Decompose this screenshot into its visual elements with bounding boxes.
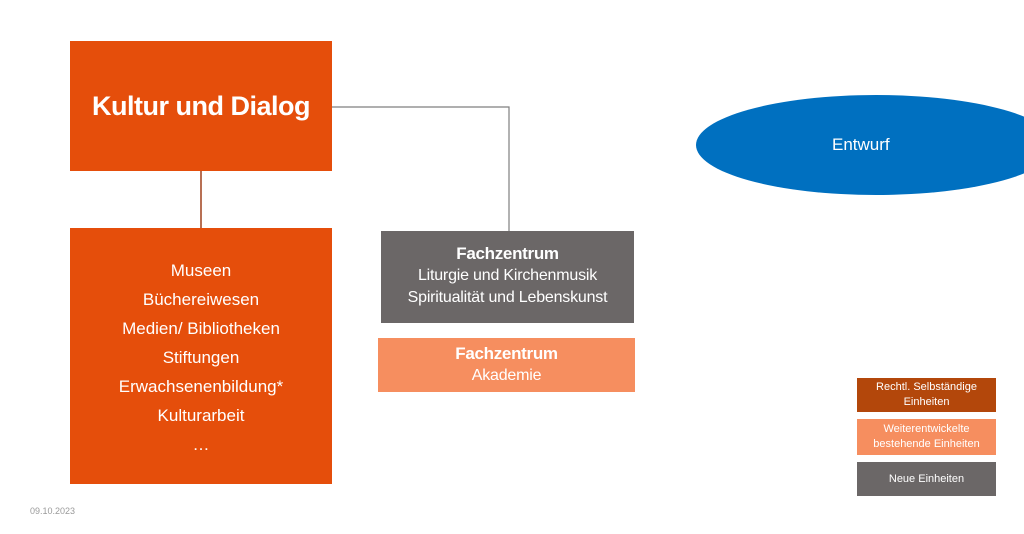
sub-units-box: Museen Büchereiwesen Medien/ Bibliotheke… (70, 228, 332, 484)
sub-unit-item: Medien/ Bibliotheken (122, 319, 280, 338)
sub-unit-item: Kulturarbeit (157, 406, 245, 425)
sub-unit-item: … (192, 435, 210, 454)
unit-kultur-und-dialog: Kultur und Dialog (70, 41, 332, 171)
sub-unit-item: Erwachsenenbildung* (118, 377, 284, 396)
sub-unit-item: Büchereiwesen (142, 290, 260, 309)
sub-unit-item: Museen (170, 261, 232, 280)
fachzentrum-title: Fachzentrum (456, 244, 559, 263)
legend-label: bestehende Einheiten (873, 438, 980, 450)
legend-item-weiterentwickelte: Weiterentwickelte bestehende Einheiten (857, 419, 996, 455)
status-label: Entwurf (832, 135, 890, 154)
legend-item-neue-einheiten: Neue Einheiten (857, 462, 996, 496)
footer-date: 09.10.2023 (30, 506, 76, 516)
legend-label: Neue Einheiten (888, 472, 965, 485)
fachzentrum-akademie-box: Fachzentrum Akademie (378, 338, 635, 392)
legend-label: Weiterentwickelte (883, 423, 970, 435)
fachzentrum-line: Spiritualität und Lebenskunst (407, 289, 608, 306)
legend-item-rechtl-selbstaendige: Rechtl. Selbständige Einheiten (857, 378, 996, 412)
legend-label: Rechtl. Selbständige (876, 381, 977, 393)
sub-unit-item: Stiftungen (162, 348, 240, 367)
fachzentrum-line: Liturgie und Kirchenmusik (417, 267, 598, 284)
status-ellipse: Entwurf (696, 95, 1024, 195)
legend-label: Einheiten (903, 396, 950, 408)
fachzentrum-line: Akademie (471, 367, 542, 384)
unit-title: Kultur und Dialog (92, 90, 310, 121)
fachzentrum-liturgie-box: Fachzentrum Liturgie und Kirchenmusik Sp… (381, 231, 634, 323)
connector-main-to-fachzentrum (332, 106, 510, 231)
fachzentrum-title: Fachzentrum (455, 344, 558, 363)
